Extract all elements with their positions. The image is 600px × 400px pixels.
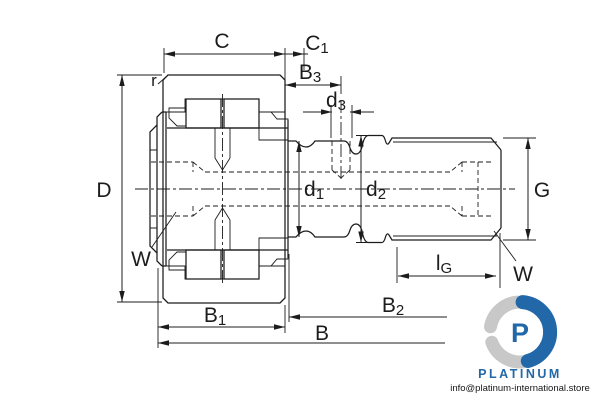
dim-label-G: G	[534, 179, 550, 202]
hidden-lines	[151, 141, 494, 217]
stud	[167, 127, 502, 251]
dim-label-w-left: W	[131, 248, 151, 271]
brand-name: PLATINUM	[478, 367, 562, 381]
dim-label-D: D	[96, 179, 111, 202]
centerlines	[135, 94, 515, 284]
dim-label-b3: B3	[299, 61, 321, 86]
dim-label-d1: d1	[304, 178, 324, 203]
dim-label-b: B	[315, 322, 329, 345]
dim-label-b2: B2	[382, 294, 404, 319]
dim-label-w-right: W	[513, 263, 533, 286]
dim-label-c: C	[214, 30, 229, 53]
dim-label-d2: d2	[366, 178, 386, 203]
dim-label-b1: B1	[204, 304, 226, 329]
extension-lines	[117, 48, 536, 348]
dim-label-r: r	[151, 71, 157, 90]
logo-letter: P	[511, 318, 529, 348]
leader-lines	[151, 76, 517, 262]
platinum-logo: P PLATINUM info@platinum-international.s…	[450, 295, 590, 394]
dim-label-lg: lG	[436, 252, 452, 277]
logo-swirl-icon: P	[484, 295, 558, 369]
dim-label-c1: C1	[305, 32, 329, 57]
dimension-arrows	[119, 51, 531, 346]
dim-label-d3: d3	[326, 89, 346, 114]
contact-email: info@platinum-international.store	[450, 383, 590, 394]
